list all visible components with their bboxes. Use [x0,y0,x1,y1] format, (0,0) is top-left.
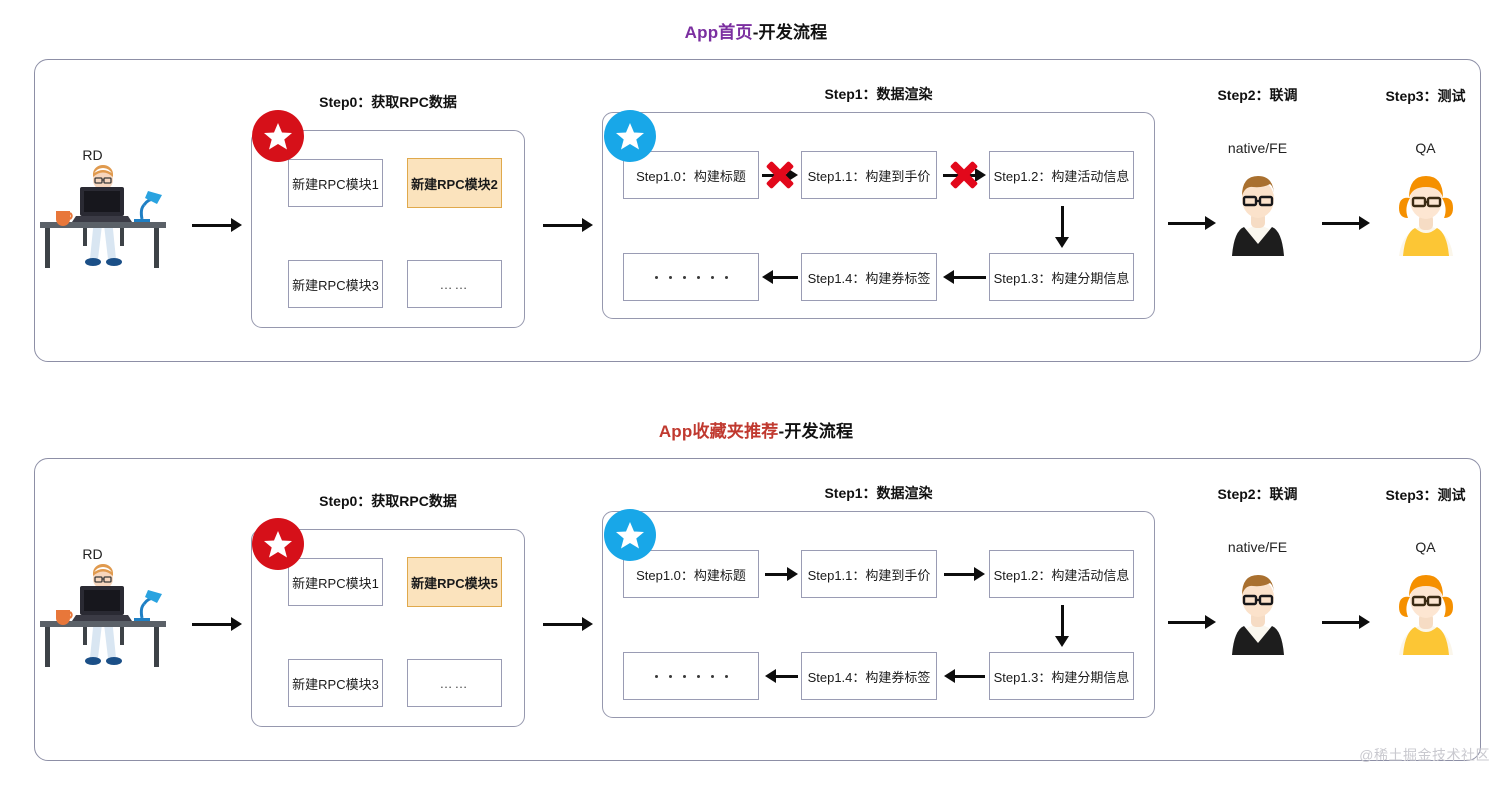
step1-2-box-b[interactable]: Step1.2：构建活动信息 [989,550,1134,598]
step1-group-a: Step1.0：构建标题 Step1.1：构建到手价 Step1.2：构建活动信… [602,112,1155,319]
rpc-module-box-1-b[interactable]: 新建RPC模块1 [288,558,383,606]
section-title-b-accent: App收藏夹推荐 [658,422,779,441]
step1-4-box-a[interactable]: Step1.4：构建券标签 [801,253,937,301]
step0-header-b: Step0：获取RPC数据 [319,493,457,509]
step1-0-box-a[interactable]: Step1.0：构建标题 [623,151,759,199]
role-label-native-fe-a: native/FE [1227,140,1288,156]
arrow-step1-to-step2-a [1168,216,1216,230]
role-label-qa-b: QA [1415,539,1436,555]
step0-group-a: 新建RPC模块1 新建RPC模块2 新建RPC模块3 …… [251,130,525,328]
rpc-module-box-2-b[interactable]: 新建RPC模块5 [407,557,502,607]
arrow-step1-3-to-4-b [944,669,985,683]
star-badge-blue-b [604,509,656,561]
role-label-native-fe-b: native/FE [1227,539,1288,555]
role-label-rd-b: RD [82,546,103,562]
native-fe-avatar-b [1218,567,1298,660]
role-label-qa-a: QA [1415,140,1436,156]
step1-3-box-b[interactable]: Step1.3：构建分期信息 [989,652,1134,700]
arrow-step1-4-to-more-b [765,669,798,683]
blocked-link-icon-step1-0-to-1-a [763,158,797,192]
rpc-module-box-4-a[interactable]: …… [407,260,502,308]
step3-header-b: Step3：测试 [1385,487,1466,503]
arrow-step1-3-to-4-a [943,270,986,284]
arrow-step1-2-to-3-b [1055,605,1069,647]
rpc-module-box-4-b[interactable]: …… [407,659,502,707]
step1-header-a: Step1：数据渲染 [824,86,933,102]
step1-3-box-a[interactable]: Step1.3：构建分期信息 [989,253,1134,301]
step1-2-box-a[interactable]: Step1.2：构建活动信息 [989,151,1134,199]
step1-group-b: Step1.0：构建标题 Step1.1：构建到手价 Step1.2：构建活动信… [602,511,1155,718]
arrow-step1-2-to-3-a [1055,206,1069,248]
rpc-module-box-4-label-b: …… [439,675,470,691]
step3-header-a: Step3：测试 [1385,88,1466,104]
rpc-module-box-1-a[interactable]: 新建RPC模块1 [288,159,383,207]
section-title-b-rest: -开发流程 [778,422,854,441]
watermark: @稀土掘金技术社区 [1359,747,1490,763]
arrow-step1-0-to-1-b [765,567,798,581]
qa-avatar-a [1385,168,1467,261]
developer-desk-illustration-b [38,562,168,672]
step1-4-box-b[interactable]: Step1.4：构建券标签 [801,652,937,700]
rpc-module-box-2-a[interactable]: 新建RPC模块2 [407,158,502,208]
rpc-module-box-3-b[interactable]: 新建RPC模块3 [288,659,383,707]
step1-more-box-b[interactable] [623,652,759,700]
role-label-rd-a: RD [82,147,103,163]
section-title-a: App首页-开发流程 [0,18,1512,43]
arrow-rd-to-step0-b [192,617,242,631]
arrow-step0-to-step1-b [543,617,593,631]
step0-header-a: Step0：获取RPC数据 [319,94,457,110]
arrow-step2-to-step3-a [1322,216,1370,230]
arrow-step0-to-step1-a [543,218,593,232]
section-title-a-accent: App首页 [684,23,753,42]
step1-0-box-b[interactable]: Step1.0：构建标题 [623,550,759,598]
rpc-module-box-3-a[interactable]: 新建RPC模块3 [288,260,383,308]
section-title-b: App收藏夹推荐-开发流程 [0,417,1512,442]
arrow-step1-1-to-2-b [944,567,985,581]
step1-more-box-a[interactable] [623,253,759,301]
qa-avatar-b [1385,567,1467,660]
ellipsis-dots-b [654,674,728,678]
step2-header-a: Step2：联调 [1217,87,1298,103]
arrow-step1-to-step2-b [1168,615,1216,629]
star-badge-red-b [252,518,304,570]
ellipsis-dots-a [654,275,728,279]
step1-header-b: Step1：数据渲染 [824,485,933,501]
step0-group-b: 新建RPC模块1 新建RPC模块5 新建RPC模块3 …… [251,529,525,727]
rpc-module-box-4-label-a: …… [439,276,470,292]
section-title-a-rest: -开发流程 [752,23,828,42]
step1-1-box-a[interactable]: Step1.1：构建到手价 [801,151,937,199]
step1-1-box-b[interactable]: Step1.1：构建到手价 [801,550,937,598]
step2-header-b: Step2：联调 [1217,486,1298,502]
arrow-rd-to-step0-a [192,218,242,232]
star-badge-blue-a [604,110,656,162]
star-badge-red-a [252,110,304,162]
developer-desk-illustration-a [38,163,168,273]
native-fe-avatar-a [1218,168,1298,261]
arrow-step1-4-to-more-a [762,270,798,284]
arrow-step2-to-step3-b [1322,615,1370,629]
blocked-link-icon-step1-1-to-2-a [947,158,981,192]
